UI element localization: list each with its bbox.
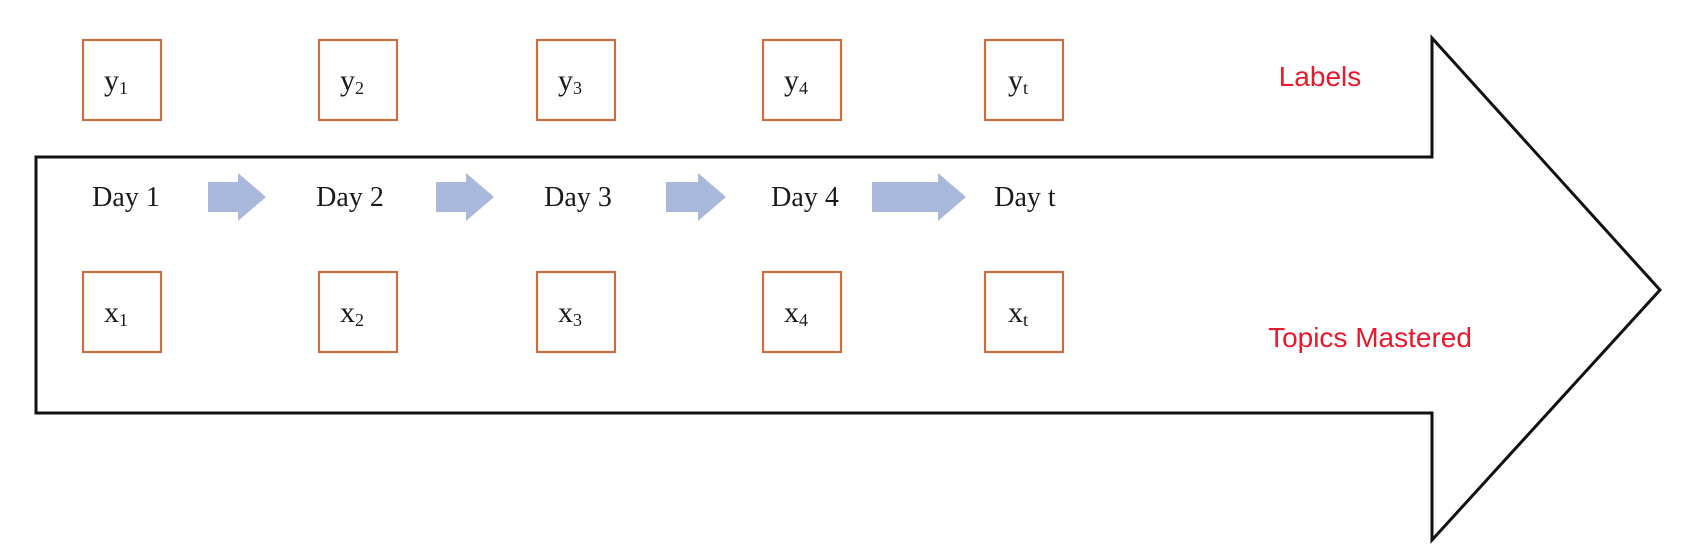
label-variable-base: y <box>558 64 573 97</box>
topic-variable-subscript: 3 <box>573 310 582 330</box>
topic-variable-subscript: 2 <box>355 310 364 330</box>
label-box: y4 <box>761 38 843 122</box>
label-variable-subscript: 1 <box>119 78 128 98</box>
label-variable: y4 <box>784 64 808 98</box>
topic-box-frame <box>761 270 843 354</box>
topic-variable: x3 <box>558 296 582 330</box>
label-variable-base: y <box>104 64 119 97</box>
topic-variable: x1 <box>104 296 128 330</box>
label-variable-base: y <box>1008 64 1023 97</box>
label-box: yt <box>983 38 1065 122</box>
topics-mastered-title: Topics Mastered <box>1268 322 1472 353</box>
day-label: Day t <box>994 182 1056 213</box>
label-variable: y1 <box>104 64 128 98</box>
topic-variable-base: x <box>1008 296 1023 329</box>
label-box-frame <box>317 38 399 122</box>
topic-variable: x2 <box>340 296 364 330</box>
label-variable-base: y <box>784 64 799 97</box>
step-arrow <box>208 173 266 221</box>
topic-variable: x4 <box>784 296 808 330</box>
topic-variable: xt <box>1008 296 1028 330</box>
topic-box-frame <box>983 270 1065 354</box>
label-box-frame <box>81 38 163 122</box>
day-label: Day 3 <box>544 182 612 213</box>
topic-box-frame <box>535 270 617 354</box>
label-box: y3 <box>535 38 617 122</box>
topic-variable-base: x <box>104 296 119 329</box>
day-label: Day 2 <box>316 182 384 213</box>
label-variable-subscript: 4 <box>799 78 808 98</box>
topic-box-frame <box>317 270 399 354</box>
labels-title: Labels <box>1279 61 1362 92</box>
label-variable-subscript: 3 <box>573 78 582 98</box>
topic-variable-subscript: 1 <box>119 310 128 330</box>
label-variable: y3 <box>558 64 582 98</box>
label-box-frame <box>983 38 1065 122</box>
label-variable-base: y <box>340 64 355 97</box>
topic-variable-subscript: t <box>1023 310 1028 330</box>
step-arrow <box>872 173 966 221</box>
day-label: Day 1 <box>92 182 160 213</box>
step-arrow <box>666 173 726 221</box>
label-variable-subscript: 2 <box>355 78 364 98</box>
topic-box: x1 <box>81 270 163 354</box>
topic-box: x3 <box>535 270 617 354</box>
day-label: Day 4 <box>771 182 839 213</box>
topic-box-frame <box>81 270 163 354</box>
label-box-frame <box>761 38 843 122</box>
big-timeline-arrow <box>34 34 1663 544</box>
topic-box: xt <box>983 270 1065 354</box>
day-labels-row: Day 1 Day 2 Day 3 Day 4 Day t <box>92 182 1056 213</box>
topic-box: x2 <box>317 270 399 354</box>
label-box: y1 <box>81 38 163 122</box>
label-box: y2 <box>317 38 399 122</box>
label-variable-subscript: t <box>1023 78 1028 98</box>
topic-variable-base: x <box>558 296 573 329</box>
label-box-frame <box>535 38 617 122</box>
topic-variable-subscript: 4 <box>799 310 808 330</box>
step-arrow <box>436 173 494 221</box>
label-variable: yt <box>1008 64 1028 98</box>
step-arrows <box>208 173 966 221</box>
label-variable: y2 <box>340 64 364 98</box>
topic-box: x4 <box>761 270 843 354</box>
topic-variable-base: x <box>784 296 799 329</box>
topic-variable-base: x <box>340 296 355 329</box>
